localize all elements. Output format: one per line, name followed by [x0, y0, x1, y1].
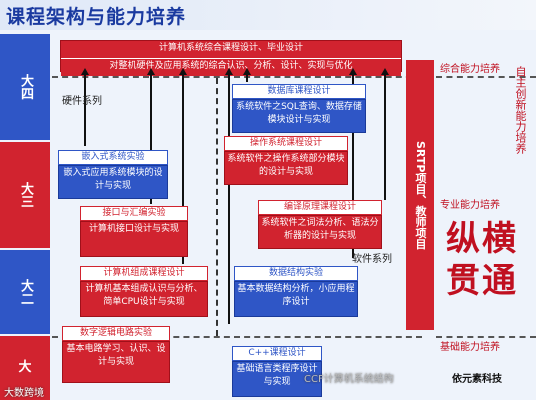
hw-box-organization: 计算机组成课程设计 计算机基本组成认识与分析、简单CPU设计与实现	[80, 266, 208, 317]
sw-box-datastruct: 数据结构实验 基本数据结构分析，小应用程序设计	[234, 266, 358, 317]
hw-box-embedded: 嵌入式系统实验 嵌入式应用系统模块的设计与实现	[58, 150, 168, 199]
hw-box-logic: 数字逻辑电路实验 基本电路学习、认识、设计与实现	[62, 326, 170, 383]
watermark-center: CCF计算机系统结构	[304, 374, 394, 385]
sw-box-os: 操作系统课程设计 系统软件之操作系统部分模块的设计与实现	[224, 136, 348, 185]
hw-interface-desc: 计算机接口设计与实现	[80, 221, 188, 257]
page-title: 课程架构与能力培养	[6, 6, 187, 28]
hw-embedded-desc: 嵌入式应用系统模块的设计与实现	[58, 165, 168, 199]
basic-label: 基础能力培养	[440, 342, 500, 353]
hw-logic-desc: 基本电路学习、认识、设计与实现	[62, 341, 170, 383]
hw-interface-title: 接口与汇编实验	[80, 206, 188, 221]
divider-right-top	[436, 76, 536, 78]
sw-database-title: 数据库课程设计	[232, 84, 366, 99]
hardware-series-label: 硬件系列	[62, 96, 102, 107]
self-innovation-label: 自主创新能力培养	[514, 66, 527, 154]
hw-logic-title: 数字逻辑电路实验	[62, 326, 170, 341]
year-3-label: 大三	[18, 182, 33, 208]
divider-right-bottom	[436, 336, 536, 338]
year-2: 大二	[0, 250, 50, 334]
srtp-label: SRTP项目、教师项目	[414, 140, 427, 250]
year-3: 大三	[0, 142, 50, 248]
sw-compiler-desc: 系统软件之词法分析、语法分析器的设计与实现	[258, 215, 382, 249]
sw-cpp-desc: 基础语言类程序设计与实现	[232, 361, 322, 397]
arrow-sw-1	[225, 68, 233, 324]
sw-box-database: 数据库课程设计 系统软件之SQL查询、数据存储模块设计与实现	[232, 84, 366, 133]
series-divider	[216, 78, 218, 336]
arrow-hw-1	[81, 68, 89, 146]
divider-comprehensive	[52, 76, 422, 78]
watermark-right: 依元素科技	[452, 374, 502, 385]
sw-os-desc: 系统软件之操作系统部分模块的设计与实现	[224, 151, 348, 185]
header-band	[0, 0, 536, 30]
sw-datastruct-title: 数据结构实验	[234, 266, 358, 281]
sw-datastruct-desc: 基本数据结构分析，小应用程序设计	[234, 281, 358, 317]
year-4-label: 大四	[18, 74, 33, 100]
arrow-hw-2	[147, 68, 155, 204]
arrow-sw-4	[381, 68, 389, 200]
sw-os-title: 操作系统课程设计	[224, 136, 348, 151]
sw-database-desc: 系统软件之SQL查询、数据存储模块设计与实现	[232, 99, 366, 133]
year-4: 大四	[0, 34, 50, 140]
year-1-label: 大	[18, 360, 32, 375]
comprehensive-desc: 对整机硬件及应用系统的综合认识、分析、设计、实现与优化	[61, 58, 401, 76]
arrow-sw-2	[243, 68, 251, 82]
software-series-label: 软件系列	[352, 254, 392, 265]
comprehensive-title: 计算机系统综合课程设计、毕业设计	[61, 41, 401, 58]
sw-box-compiler: 编译原理课程设计 系统软件之词法分析、语法分析器的设计与实现	[258, 200, 382, 249]
hw-organization-title: 计算机组成课程设计	[80, 266, 208, 281]
sw-compiler-title: 编译原理课程设计	[258, 200, 382, 215]
professional-label: 专业能力培养	[440, 200, 500, 211]
year-bar: 大四 大三 大二 大	[0, 34, 50, 400]
zongheng-line1: 纵横	[446, 219, 518, 259]
hw-organization-desc: 计算机基本组成认识与分析、简单CPU设计与实现	[80, 281, 208, 317]
comprehensive-label: 综合能力培养	[440, 64, 500, 75]
year-1: 大	[0, 336, 50, 400]
arrow-sw-3	[349, 68, 357, 258]
sw-cpp-title: C++课程设计	[232, 346, 322, 361]
hw-embedded-title: 嵌入式系统实验	[58, 150, 168, 165]
sw-box-cpp: C++课程设计 基础语言类程序设计与实现	[232, 346, 322, 397]
divider-basic	[52, 336, 422, 338]
srtp-bar: SRTP项目、教师项目	[406, 60, 434, 330]
comprehensive-box: 计算机系统综合课程设计、毕业设计 对整机硬件及应用系统的综合认识、分析、设计、实…	[60, 40, 402, 76]
hw-box-interface: 接口与汇编实验 计算机接口设计与实现	[80, 206, 188, 257]
zongheng-line2: 贯通	[446, 261, 518, 301]
arrow-hw-3	[179, 68, 187, 264]
watermark-left: 大数跨境	[4, 388, 44, 399]
year-2-label: 大二	[18, 279, 33, 305]
